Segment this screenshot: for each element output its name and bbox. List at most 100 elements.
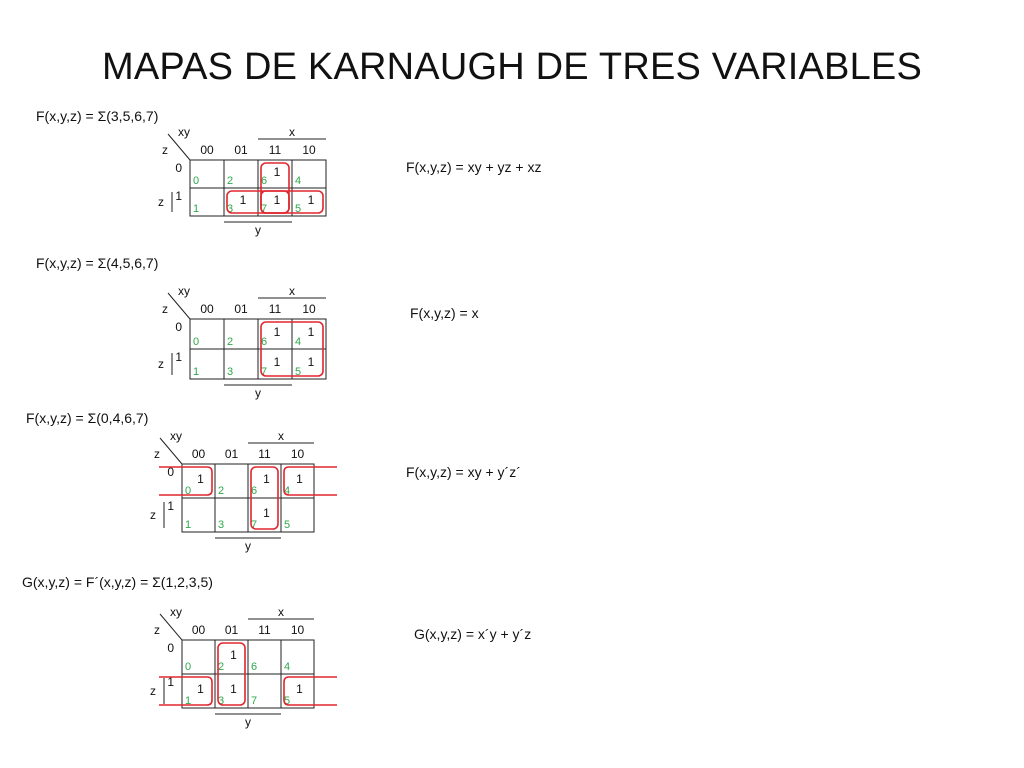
column-code: 11 xyxy=(258,623,271,637)
minterm-number: 3 xyxy=(218,695,224,707)
cell-value: 1 xyxy=(308,193,315,207)
row-variable-label: z xyxy=(162,302,168,316)
function-label: F(x,y,z) = Σ(0,4,6,7) xyxy=(26,410,149,426)
col-variable-label: xy xyxy=(170,605,182,619)
column-code: 00 xyxy=(200,302,214,316)
column-code: 11 xyxy=(269,143,282,157)
group-loop xyxy=(226,190,290,214)
minterm-number: 1 xyxy=(185,519,191,531)
row-variable-label: z xyxy=(162,143,168,157)
y-variable-label: y xyxy=(245,539,251,553)
x-variable-label: x xyxy=(289,284,295,298)
col-variable-label: xy xyxy=(178,125,190,139)
row-code: 1 xyxy=(175,350,182,364)
minterm-number: 7 xyxy=(261,203,267,215)
minterm-number: 0 xyxy=(193,336,199,348)
function-label: F(x,y,z) = Σ(4,5,6,7) xyxy=(36,255,159,271)
group-loop xyxy=(283,676,337,706)
minterm-number: 3 xyxy=(218,519,224,531)
row-variable-label: z xyxy=(154,623,160,637)
x-variable-label: x xyxy=(278,429,284,443)
group-loop xyxy=(159,676,213,706)
corner-diagonal xyxy=(159,613,183,641)
minterm-number: 3 xyxy=(227,203,233,215)
cell-value: 1 xyxy=(274,325,281,339)
z-variable-label: z xyxy=(158,195,164,209)
minterm-number: 7 xyxy=(251,695,257,707)
column-code: 01 xyxy=(225,623,239,637)
column-code: 10 xyxy=(291,623,305,637)
minterm-number: 4 xyxy=(295,336,301,348)
y-variable-label: y xyxy=(255,223,261,237)
row-code: 1 xyxy=(167,499,174,513)
row-code: 0 xyxy=(167,465,174,479)
cell-value: 1 xyxy=(296,682,303,696)
column-code: 01 xyxy=(225,447,239,461)
minterm-number: 7 xyxy=(251,519,257,531)
minterm-number: 0 xyxy=(185,485,191,497)
x-variable-label: x xyxy=(278,605,284,619)
minterm-number: 2 xyxy=(218,485,224,497)
group-loop xyxy=(260,321,324,377)
column-code: 00 xyxy=(200,143,214,157)
minterm-number: 5 xyxy=(284,519,290,531)
minterm-number: 4 xyxy=(284,661,290,673)
row-code: 1 xyxy=(167,675,174,689)
function-label: G(x,y,z) = F´(x,y,z) = Σ(1,2,3,5) xyxy=(22,574,213,590)
col-variable-label: xy xyxy=(170,429,182,443)
column-code: 00 xyxy=(192,447,206,461)
row-code: 0 xyxy=(175,320,182,334)
col-variable-label: xy xyxy=(178,284,190,298)
minterm-number: 3 xyxy=(227,366,233,378)
minterm-number: 0 xyxy=(185,661,191,673)
column-code: 10 xyxy=(302,302,316,316)
z-variable-label: z xyxy=(150,508,156,522)
minterm-number: 0 xyxy=(193,175,199,187)
group-loop xyxy=(283,466,337,496)
minterm-number: 5 xyxy=(295,203,301,215)
function-label: F(x,y,z) = Σ(3,5,6,7) xyxy=(36,108,159,124)
cell-value: 1 xyxy=(274,193,281,207)
column-code: 10 xyxy=(291,447,305,461)
cell-value: 1 xyxy=(197,472,204,486)
y-variable-label: y xyxy=(255,386,261,400)
minterm-number: 7 xyxy=(261,366,267,378)
minterm-number: 1 xyxy=(185,695,191,707)
minterm-number: 1 xyxy=(193,203,199,215)
corner-diagonal xyxy=(159,437,183,465)
cell-value: 1 xyxy=(308,355,315,369)
cell-value: 1 xyxy=(263,472,270,486)
y-variable-label: y xyxy=(245,715,251,729)
z-variable-label: z xyxy=(150,684,156,698)
row-code: 0 xyxy=(175,161,182,175)
corner-diagonal xyxy=(167,133,191,161)
row-code: 1 xyxy=(175,189,182,203)
minterm-number: 2 xyxy=(227,175,233,187)
simplified-expression: F(x,y,z) = x xyxy=(410,305,479,321)
cell-value: 1 xyxy=(263,506,270,520)
cell-value: 1 xyxy=(230,682,237,696)
cell-value: 1 xyxy=(240,193,247,207)
row-code: 0 xyxy=(167,641,174,655)
cell-value: 1 xyxy=(296,472,303,486)
minterm-number: 1 xyxy=(193,366,199,378)
group-loop xyxy=(260,190,324,214)
z-variable-label: z xyxy=(158,357,164,371)
minterm-number: 6 xyxy=(261,175,267,187)
minterm-number: 5 xyxy=(284,695,290,707)
minterm-number: 2 xyxy=(227,336,233,348)
group-loop xyxy=(159,466,213,496)
row-variable-label: z xyxy=(154,447,160,461)
minterm-number: 5 xyxy=(295,366,301,378)
corner-diagonal xyxy=(167,292,191,320)
minterm-number: 6 xyxy=(261,336,267,348)
cell-value: 1 xyxy=(230,648,237,662)
group-loop xyxy=(217,642,246,706)
